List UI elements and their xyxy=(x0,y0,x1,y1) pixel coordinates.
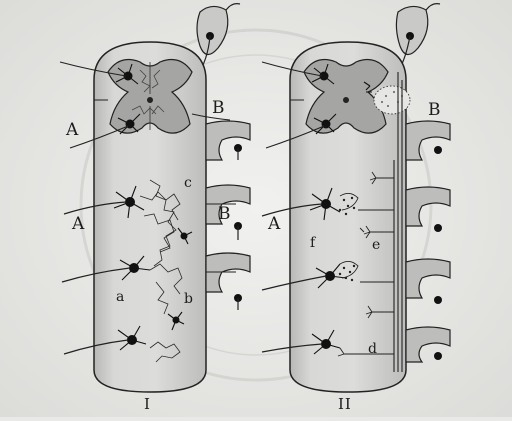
label-a-mid-ii: A xyxy=(268,216,280,233)
label-a-mid-i: A xyxy=(72,216,84,233)
label-b-mid-i: B xyxy=(218,206,231,223)
label-b-top-ii: B xyxy=(428,102,441,119)
label-d-ii: d xyxy=(368,342,377,356)
label-b-lower-i: b xyxy=(184,292,193,306)
label-a-lower-i: a xyxy=(116,290,124,304)
label-b-top-i: B xyxy=(212,100,225,117)
label-c-i: c xyxy=(184,176,192,190)
label-a-top-i: A xyxy=(66,122,78,139)
label-e-ii: e xyxy=(372,238,380,252)
label-f-ii: f xyxy=(310,236,315,250)
panel-ii-numeral: II xyxy=(338,397,352,412)
panel-i-numeral: I xyxy=(144,397,151,412)
